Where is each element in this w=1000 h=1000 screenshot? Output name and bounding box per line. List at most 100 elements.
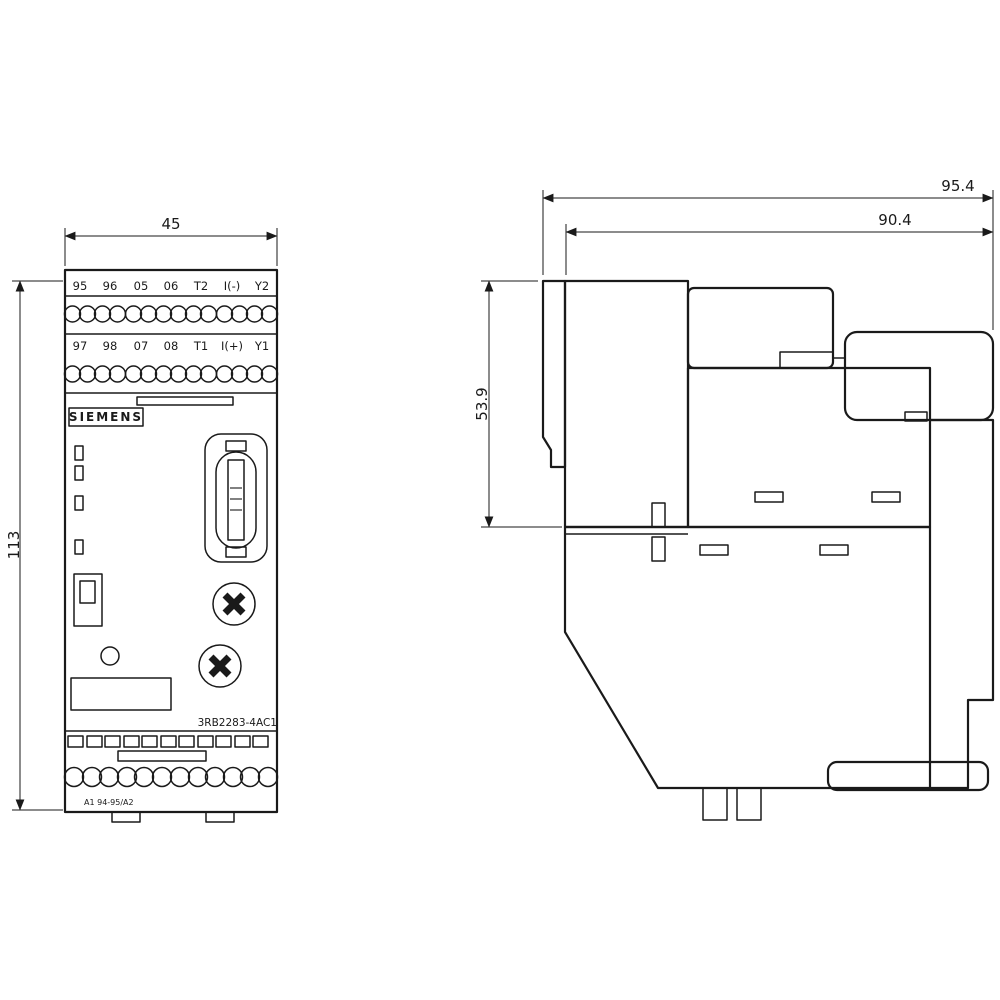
mounting-foot: [111, 811, 141, 823]
terminal-lug: [133, 766, 173, 788]
clamp-slot: [215, 735, 232, 748]
clamp-slot: [104, 735, 121, 748]
clamp-slot: [160, 735, 177, 748]
top-terminal-block: 95 96 05 06 T2 I(-) Y2 97 98 07 08 T1 I(…: [63, 279, 279, 406]
terminal-label: Y2: [254, 279, 269, 293]
status-leds: [74, 445, 84, 555]
device-label-field: [70, 677, 172, 711]
brand-text: SIEMENS: [69, 410, 143, 424]
terminal-label: Y1: [254, 339, 269, 353]
switch-knob[interactable]: [79, 580, 96, 604]
screw-head: [212, 582, 256, 626]
terminal-label: I(+): [221, 339, 243, 353]
reset-button[interactable]: [100, 646, 120, 666]
vent-slot: [754, 491, 784, 503]
terminal-lug: [184, 305, 218, 323]
vent-slot: [651, 536, 666, 562]
bottom-terminal-block: A1 94-95/A2: [63, 730, 279, 823]
logo-frame: [68, 407, 144, 427]
terminal-block-bar: [136, 396, 234, 406]
terminal-lug: [204, 766, 244, 788]
vent-slot: [871, 491, 901, 503]
connector-outline: [204, 433, 268, 563]
part-number: 3RB2283-4AC1: [198, 717, 277, 729]
bottom-terminal-label: A1 94-95/A2: [84, 798, 134, 807]
din-rail-tab: [736, 787, 762, 821]
terminal-lug: [245, 365, 279, 383]
clamp-bar: [117, 750, 207, 762]
screw-cross: [208, 654, 232, 678]
terminal-lug: [124, 305, 158, 323]
terminal-lug: [215, 365, 249, 383]
side-overall-depth-dimension: 95.4: [542, 177, 994, 330]
front-view: 45 113 95 96 05 06 T2 I(-) Y2: [5, 215, 279, 823]
terminal-lug: [154, 365, 188, 383]
body-depth-label: 90.4: [878, 211, 911, 229]
rear-lower-profile: [930, 418, 995, 790]
terminal-label: 96: [103, 279, 118, 293]
clamp-slot: [252, 735, 269, 748]
mounting-screws: [198, 582, 256, 688]
front-body-outline: [63, 268, 279, 814]
terminal-label: 06: [164, 279, 179, 293]
terminal-lug: [63, 365, 97, 383]
side-view: 95.4 90.4 53.9: [473, 177, 995, 821]
cover-step-line: [779, 351, 833, 368]
clamp-slot: [123, 735, 140, 748]
clamp-slot: [178, 735, 195, 748]
led-indicator: [74, 539, 84, 555]
clamp-slot: [86, 735, 103, 748]
siemens-logo: SIEMENS: [68, 407, 144, 427]
terminal-label: T2: [193, 279, 208, 293]
terminal-lug: [154, 305, 188, 323]
front-width-dimension: 45: [64, 215, 278, 266]
din-rail-tab: [702, 787, 728, 821]
connector-socket: [215, 451, 257, 549]
upper-height-label: 53.9: [473, 387, 491, 420]
clamp-slot: [141, 735, 158, 748]
connector-tab: [225, 440, 247, 452]
screw-head: [198, 644, 242, 688]
clamp-slot: [234, 735, 251, 748]
width-dim-label: 45: [161, 215, 180, 233]
terminal-lug: [98, 766, 138, 788]
connector-slot: [227, 459, 245, 541]
clamp-slot: [197, 735, 214, 748]
overall-depth-label: 95.4: [941, 177, 974, 195]
vent-slot: [699, 544, 729, 556]
mounting-foot: [205, 811, 235, 823]
led-indicator: [74, 445, 84, 461]
test-switch[interactable]: [73, 573, 103, 627]
terminal-lug: [239, 766, 279, 788]
terminal-label: I(-): [224, 279, 241, 293]
upper-front-body: [563, 279, 690, 529]
device-connector: [204, 433, 268, 563]
side-body-depth-dimension: 90.4: [565, 211, 994, 275]
terminal-lug: [215, 305, 249, 323]
terminal-label: 05: [134, 279, 149, 293]
vent-slot: [651, 502, 666, 528]
vent-slot: [819, 544, 849, 556]
terminal-lug: [93, 365, 127, 383]
terminal-label: 97: [73, 339, 88, 353]
terminal-lug: [124, 365, 158, 383]
terminal-cover-block: [686, 286, 835, 370]
height-dim-label: 113: [5, 531, 23, 560]
switch-frame: [73, 573, 103, 627]
terminal-lug: [63, 766, 103, 788]
led-indicator: [74, 465, 84, 481]
upper-mid-body: [686, 366, 932, 529]
screw-cross: [222, 592, 246, 616]
clamp-slot: [67, 735, 84, 748]
connector-tab: [225, 546, 247, 558]
lower-body-profile: [563, 525, 932, 790]
bottom-rear-block: [826, 760, 990, 792]
terminal-label: T1: [193, 339, 208, 353]
led-indicator: [74, 495, 84, 511]
terminal-label: 08: [164, 339, 179, 353]
terminal-label: 98: [103, 339, 118, 353]
vent-slot: [904, 411, 928, 422]
terminal-lug: [184, 365, 218, 383]
